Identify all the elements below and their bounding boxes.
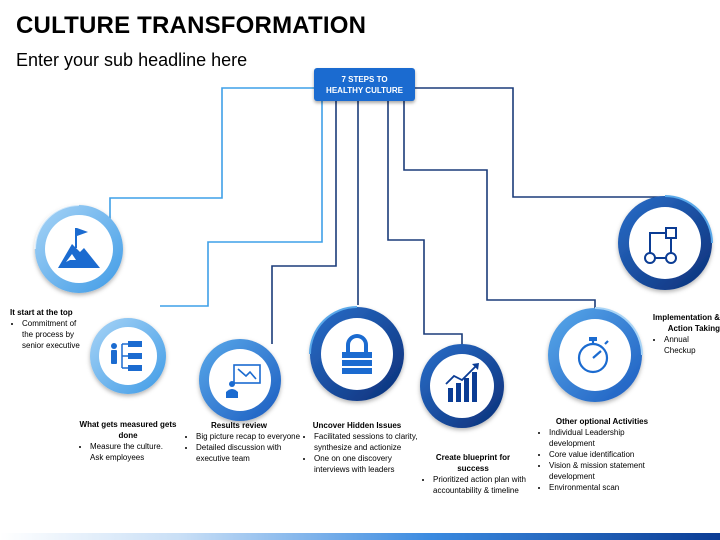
step4-caption: Uncover Hidden Issues Facilitated sessio…: [302, 420, 422, 475]
step6-bullet: Individual Leadership development: [549, 427, 667, 449]
step3-bullet: Detailed discussion with executive team: [196, 442, 308, 464]
step2-bullet: Measure the culture. Ask employees: [90, 441, 178, 463]
step3-circle: [199, 339, 281, 421]
steps-hub-box: 7 STEPS TO HEALTHY CULTURE: [314, 68, 415, 101]
connector-step3: [271, 101, 337, 344]
connector-step5: [387, 101, 463, 350]
step2-title: What gets measured gets done: [79, 420, 177, 440]
step7-circle: [618, 195, 713, 290]
step6-caption: Other optional Activities Individual Lea…: [537, 416, 667, 493]
connector-step2: [160, 101, 323, 307]
step1-caption: It start at the top Commitment of the pr…: [10, 307, 88, 351]
step4-title: Uncover Hidden Issues: [312, 421, 402, 430]
step1-circle: [34, 204, 123, 293]
step7-bullet: Annual Checkup: [664, 334, 720, 356]
growth-chart-icon: [445, 363, 479, 402]
step6-circle: [548, 307, 643, 402]
hub-line-1: 7 STEPS TO: [341, 74, 388, 84]
step4-bullet: Facilitated sessions to clarity, synthes…: [314, 431, 422, 453]
step1-bullet: Commitment of the process by senior exec…: [22, 318, 88, 351]
step4-bullet: One on one discovery interviews with lea…: [314, 453, 422, 475]
step5-bullet: Prioritized action plan with accountabil…: [433, 474, 531, 496]
step2-circle: [90, 318, 166, 394]
step3-bullet: Big picture recap to everyone: [196, 431, 308, 442]
page-title: CULTURE TRANSFORMATION: [16, 12, 367, 39]
step6-title: Other optional Activities: [555, 417, 649, 426]
bottom-gradient-bar: [0, 533, 720, 540]
mountain-flag-icon: [58, 228, 100, 268]
workflow-icon: [644, 227, 677, 264]
step3-title: Results review: [210, 421, 268, 430]
step7-caption: Implementation & Action Taking Annual Ch…: [644, 312, 720, 356]
page-subtitle: Enter your sub headline here: [16, 50, 248, 70]
connector-step6: [403, 101, 596, 319]
step5-circle: [420, 344, 504, 428]
step6-bullet: Core value identification: [549, 449, 667, 460]
step1-title: It start at the top: [10, 308, 73, 317]
connector-step1: [109, 87, 314, 225]
step7-title: Implementation & Action Taking: [652, 313, 720, 333]
step5-title: Create blueprint for success: [435, 453, 511, 473]
presentation-chart-icon: [226, 364, 261, 398]
step6-bullet: Vision & mission statement development: [549, 460, 667, 482]
step3-caption: Results review Big picture recap to ever…: [184, 420, 308, 464]
org-hierarchy-icon: [111, 341, 142, 371]
step4-circle: [309, 306, 404, 401]
stopwatch-icon: [577, 337, 609, 374]
step2-caption: What gets measured gets done Measure the…: [78, 419, 178, 463]
lock-icon: [342, 334, 372, 374]
hub-line-2: HEALTHY CULTURE: [326, 85, 403, 95]
step5-caption: Create blueprint for success Prioritized…: [421, 452, 531, 496]
step6-bullet: Environmental scan: [549, 482, 667, 493]
